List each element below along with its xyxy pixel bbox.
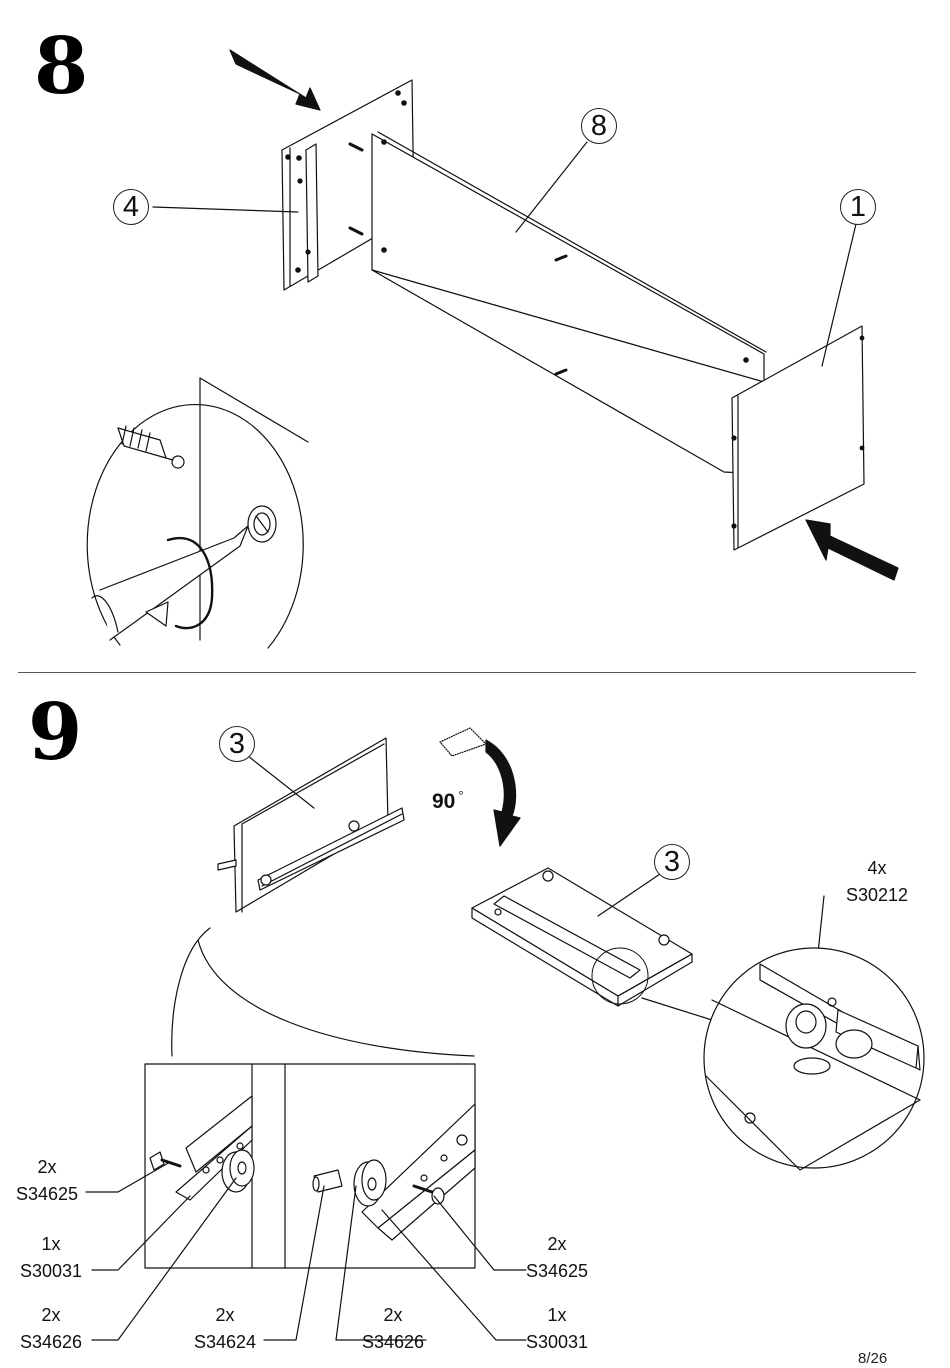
rotate-arrow-icon — [146, 538, 212, 628]
rotation-label: 90° — [432, 788, 464, 814]
callout-panel-1: 1 — [840, 189, 876, 225]
callout-panel-8: 8 — [581, 108, 617, 144]
drawer-3-flat — [472, 868, 692, 1006]
callout-drawer-upright: 3 — [219, 726, 255, 762]
step-number-8: 8 — [34, 21, 89, 112]
detail-circle-cam-fit — [704, 948, 924, 1170]
drawer-slide-icon — [176, 1096, 252, 1200]
rotation-unit: ° — [458, 788, 464, 803]
page-number: 8/26 — [858, 1350, 888, 1367]
step-number-9: 9 — [28, 687, 83, 778]
screwdriver-icon — [118, 426, 184, 468]
section-divider — [18, 672, 916, 673]
rotation-value: 90 — [432, 790, 456, 813]
drawer-slide-icon — [362, 1104, 475, 1240]
panel-1-drawing — [732, 326, 864, 550]
panel-8-drawing — [372, 132, 766, 474]
push-arrow-icon — [230, 50, 320, 110]
callout-panel-4: 4 — [113, 189, 149, 225]
detail-box-slide-fit — [145, 1064, 475, 1268]
wheel-icon — [354, 1160, 386, 1206]
panel-4-drawing — [282, 80, 414, 290]
callout-drawer-flat: 3 — [654, 844, 690, 880]
cam-lock-icon — [786, 1004, 830, 1074]
push-arrow-icon — [806, 520, 898, 580]
drawer-3-upright — [218, 738, 404, 912]
detail-circle-cam-tighten — [87, 378, 308, 648]
screw-icon — [414, 1186, 444, 1204]
wheel-icon — [222, 1150, 254, 1192]
cam-lock-icon — [248, 506, 276, 542]
rotate-90-arrow-icon — [440, 728, 520, 846]
pin-icon — [313, 1170, 342, 1192]
screw-icon — [150, 1152, 180, 1170]
